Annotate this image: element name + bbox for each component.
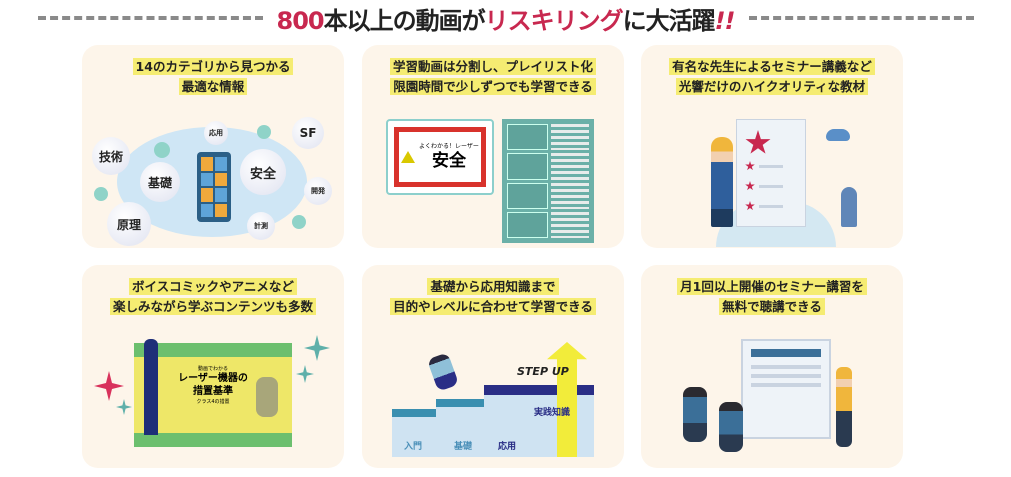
star-icon — [745, 161, 755, 171]
category-tag: 安全 — [240, 149, 286, 195]
step — [436, 399, 486, 457]
warning-icon — [401, 151, 415, 163]
card-caption: 学習動画は分割し、プレイリスト化限園時間で少しずつでも学習できる — [362, 57, 624, 97]
dot — [94, 187, 108, 201]
document-icon — [736, 119, 806, 227]
presentation-screen — [741, 339, 831, 439]
presenter-figure — [836, 367, 852, 447]
star-icon — [745, 181, 755, 191]
plant-icon — [841, 187, 857, 227]
character-figure — [144, 339, 158, 435]
step-up-label: STEP UP — [517, 365, 569, 378]
level-label: 入門 — [404, 442, 423, 452]
card-caption: 14のカテゴリから見つかる最適な情報 — [82, 57, 344, 97]
sparkle-icon — [94, 371, 124, 401]
level-label: 応用 — [498, 442, 517, 452]
category-tag: 原理 — [107, 202, 151, 246]
teacher-figure — [711, 137, 733, 227]
category-tag: 応用 — [204, 121, 228, 145]
card-caption: 月1回以上開催のセミナー講習を無料で聴講できる — [641, 277, 903, 317]
category-tag: 開発 — [304, 177, 332, 205]
card-caption: 基礎から応用知識まで目的やレベルに合わせて学習できる — [362, 277, 624, 317]
category-tag: 基礎 — [140, 162, 180, 202]
categories-illustration: 技術 基礎 原理 応用 安全 SF 開発 計測 — [82, 107, 344, 247]
page-title: 800本以上の動画がリスキリングに大活躍!! — [276, 6, 736, 35]
header: 800本以上の動画がリスキリングに大活躍!! — [0, 2, 1011, 35]
category-tag: 計測 — [247, 212, 275, 240]
runner-figure — [426, 352, 460, 392]
audience-figure — [719, 402, 743, 452]
audience-figure — [683, 387, 707, 442]
smartphone-icon — [197, 152, 231, 222]
character-figure — [256, 377, 278, 417]
comic-thumbnail: 動画でわかる レーザー機器の 措置基準 クラス4の措置 — [134, 339, 292, 447]
level-label: 実践知識 — [534, 408, 571, 418]
level-label: 基礎 — [454, 442, 473, 452]
sparkle-icon — [304, 335, 330, 361]
dot — [257, 125, 271, 139]
card-caption: 有名な先生によるセミナー講義など光響だけのハイクオリティな教材 — [641, 57, 903, 97]
cloud-icon — [826, 129, 850, 141]
dot — [292, 215, 306, 229]
comic-title: レーザー機器の — [178, 373, 248, 384]
step — [392, 409, 444, 417]
sign-title: 安全 — [432, 151, 466, 171]
video-sign-bubble: よくわかる！レーザー 安全 — [386, 119, 494, 195]
dot — [154, 142, 170, 158]
feature-card-playlist: 学習動画は分割し、プレイリスト化限園時間で少しずつでも学習できる よくわかる！レ… — [362, 45, 624, 248]
dashed-divider-right — [748, 16, 974, 20]
sign-subtitle: よくわかる！レーザー — [419, 143, 479, 150]
category-tag: 技術 — [92, 137, 130, 175]
feature-card-categories: 14のカテゴリから見つかる最適な情報 技術 基礎 原理 応用 安全 SF 開発 … — [82, 45, 344, 248]
feature-card-levels: 基礎から応用知識まで目的やレベルに合わせて学習できる STEP UP 入門 基礎… — [362, 265, 624, 468]
feature-card-comics: ボイスコミックやアニメなど楽しみながら学ぶコンテンツも多数 動画でわかる レーザ… — [82, 265, 344, 468]
category-tag: SF — [292, 117, 324, 149]
sparkle-icon — [296, 365, 314, 383]
comic-label: 動画でわかる — [197, 366, 228, 372]
comic-subtitle: クラス4の措置 — [196, 399, 230, 405]
playlist-document — [502, 119, 594, 243]
star-icon — [745, 201, 755, 211]
star-icon — [745, 130, 771, 154]
feature-card-free-seminar: 月1回以上開催のセミナー講習を無料で聴講できる — [641, 265, 903, 468]
comic-title: 措置基準 — [193, 386, 233, 397]
card-caption: ボイスコミックやアニメなど楽しみながら学ぶコンテンツも多数 — [82, 277, 344, 317]
sparkle-icon — [116, 399, 132, 415]
dashed-divider-left — [37, 16, 263, 20]
feature-card-seminar-materials: 有名な先生によるセミナー講義など光響だけのハイクオリティな教材 — [641, 45, 903, 248]
